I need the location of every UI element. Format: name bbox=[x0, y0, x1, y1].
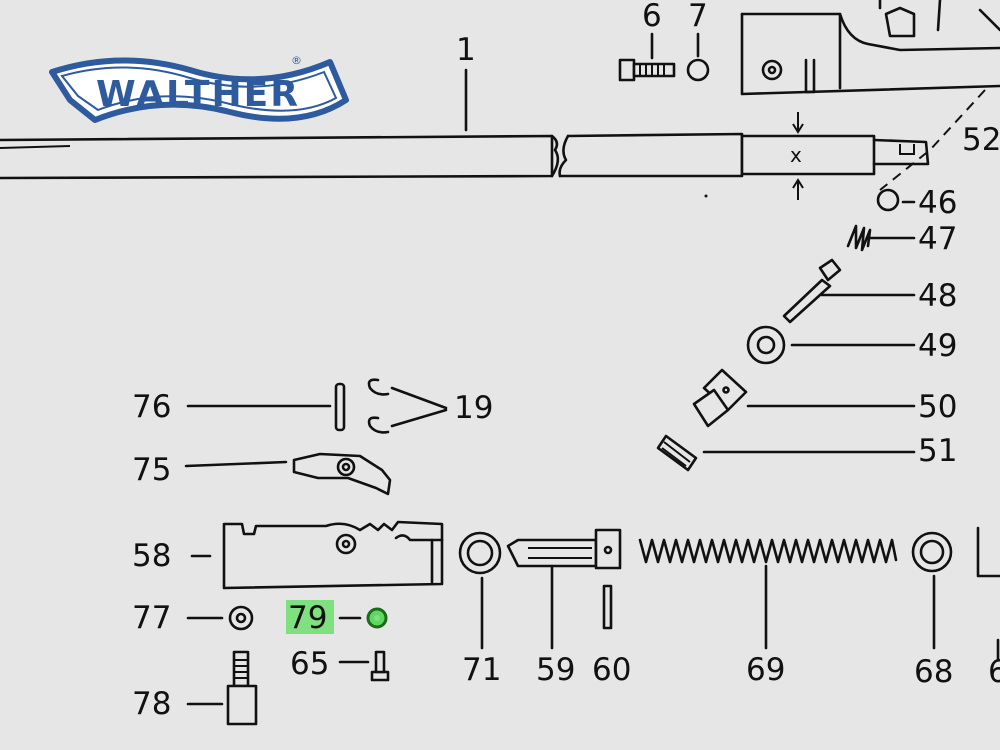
part-59-plunger bbox=[506, 528, 622, 570]
part-7-ring bbox=[686, 58, 710, 82]
callout-48: 48 bbox=[918, 278, 957, 314]
callout-65: 65 bbox=[290, 646, 329, 682]
part-48-pin bbox=[782, 258, 842, 324]
assembly-dashed-line bbox=[879, 89, 986, 191]
callout-79: 79 bbox=[288, 600, 327, 636]
callout-52: 52 bbox=[962, 122, 1000, 158]
callout-58: 58 bbox=[132, 538, 171, 574]
leader-75 bbox=[184, 460, 288, 468]
part-79-ring-hole bbox=[374, 615, 380, 621]
highlight-79 bbox=[286, 600, 334, 634]
callout-76: 76 bbox=[132, 389, 171, 425]
part-6-screw bbox=[618, 58, 676, 82]
callout-7: 7 bbox=[688, 0, 708, 34]
callout-77: 77 bbox=[132, 600, 171, 636]
speck bbox=[704, 194, 708, 198]
part-49-washer-hole bbox=[756, 335, 776, 355]
callout-68: 68 bbox=[914, 654, 953, 690]
callout-47: 47 bbox=[918, 221, 957, 257]
part-46-ring bbox=[876, 188, 900, 212]
part-71-washer-hole bbox=[466, 539, 494, 567]
part-47-spring bbox=[846, 224, 872, 252]
receiver-fragment bbox=[740, 0, 1000, 96]
callout-59: 59 bbox=[536, 652, 575, 688]
part-77-nut-hole bbox=[235, 612, 247, 624]
callout-78: 78 bbox=[132, 686, 171, 722]
callout-49: 49 bbox=[918, 328, 957, 364]
walther-logo: WALTHER ® bbox=[49, 54, 349, 123]
callout-1: 1 bbox=[456, 32, 476, 68]
callout-75: 75 bbox=[132, 452, 171, 488]
leader-19 bbox=[390, 386, 448, 428]
callout-50: 50 bbox=[918, 389, 957, 425]
registered-mark: ® bbox=[291, 54, 302, 67]
callout-71: 71 bbox=[462, 652, 501, 688]
callout-60: 60 bbox=[592, 652, 631, 688]
callout-6-right: 6 bbox=[988, 654, 1000, 690]
callout-6: 6 bbox=[642, 0, 662, 34]
part-58-housing bbox=[222, 520, 444, 590]
part-68-washer-hole bbox=[919, 539, 945, 565]
callout-51: 51 bbox=[918, 433, 957, 469]
callout-46: 46 bbox=[918, 185, 957, 221]
callout-69: 69 bbox=[746, 652, 785, 688]
right-edge-part bbox=[976, 526, 1000, 578]
part-69-spring bbox=[638, 538, 898, 564]
barrel: x bbox=[0, 112, 930, 200]
barrel-mark: x bbox=[790, 143, 802, 167]
part-75-lever bbox=[292, 452, 392, 496]
part-78-bolt bbox=[226, 650, 258, 726]
part-76-pin bbox=[334, 382, 346, 432]
part-19-clips bbox=[367, 378, 390, 434]
part-60-pin bbox=[602, 584, 613, 630]
part-65-screw bbox=[370, 650, 390, 682]
logo-text: WALTHER bbox=[96, 74, 300, 115]
part-50-block bbox=[692, 368, 748, 428]
part-51-clip bbox=[656, 434, 698, 472]
callout-19: 19 bbox=[454, 390, 493, 426]
